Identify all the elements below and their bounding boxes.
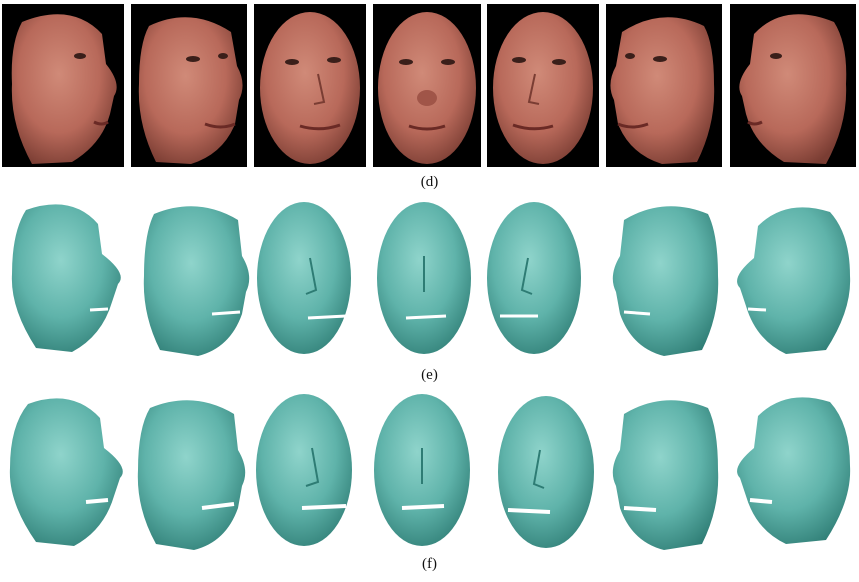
mesh-face	[257, 202, 351, 354]
face-photo	[254, 4, 366, 167]
mesh-face	[9, 398, 123, 546]
row-d-photos	[0, 4, 859, 167]
face-photo	[730, 4, 856, 167]
mesh-row-e-graphic	[11, 202, 851, 356]
mesh-face	[487, 202, 581, 354]
row-e-meshes	[0, 196, 859, 358]
face-photo	[606, 4, 722, 167]
mesh-face	[374, 394, 470, 546]
face-photo	[487, 4, 599, 167]
row-caption: (d)	[420, 174, 439, 190]
mesh-face	[143, 206, 250, 356]
face-photo	[373, 4, 481, 167]
mesh-face	[612, 400, 719, 550]
mesh-face	[11, 204, 121, 352]
face-photo	[2, 4, 124, 167]
mesh-face	[737, 397, 851, 544]
row-caption: (f)	[422, 556, 437, 572]
mesh-face	[612, 206, 719, 356]
mesh-face	[377, 202, 471, 354]
row-caption: (e)	[421, 367, 438, 383]
face-photo	[131, 4, 247, 167]
mesh-face	[137, 400, 246, 550]
mesh-row-f-graphic	[9, 394, 851, 550]
mesh-face	[737, 207, 851, 354]
mesh-face	[498, 396, 594, 548]
row-f-meshes	[0, 388, 859, 550]
mesh-face	[256, 394, 352, 546]
